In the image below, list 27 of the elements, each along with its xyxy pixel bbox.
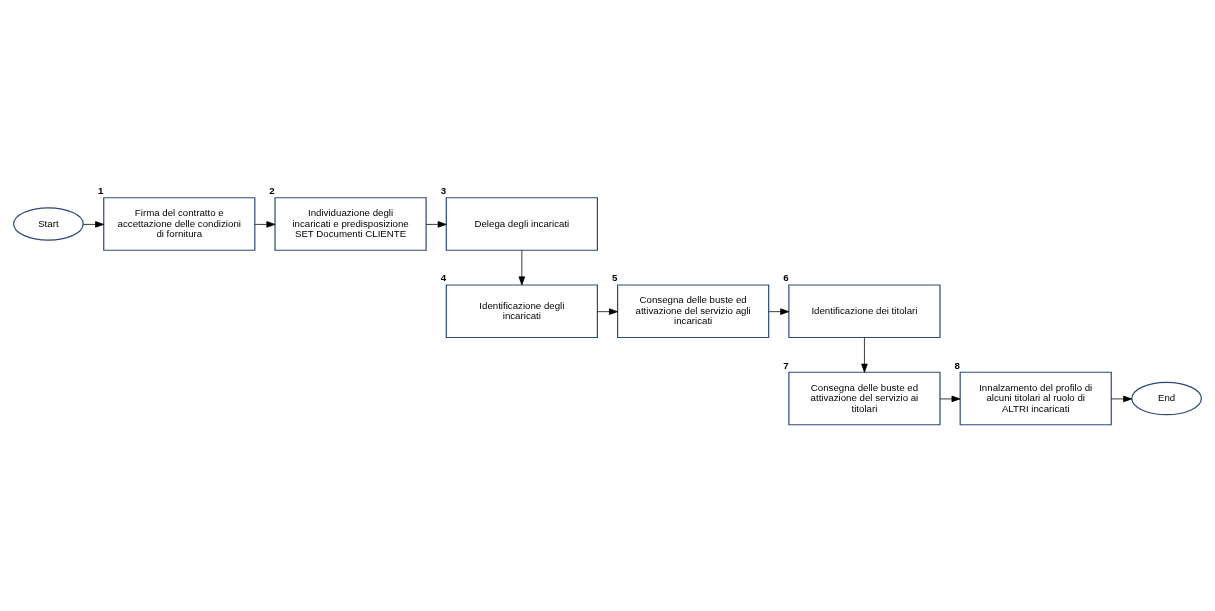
node-box: Consegna delle buste ed attivazione del servizio ai titolari <box>788 371 941 425</box>
arrow <box>254 220 276 228</box>
node-label: 4 <box>440 271 447 283</box>
node-box: Individuazione degli incaricati e predisposizione SET Documenti CLIENTE <box>274 196 427 251</box>
arrow <box>425 220 447 228</box>
node-label: 2 <box>269 184 275 196</box>
node-ellipse: End <box>1131 381 1202 415</box>
node-box: Consegna delle buste ed attivazione del servizio agli incaricati <box>617 283 770 338</box>
node-label: 7 <box>783 359 789 371</box>
node-box: Firma del contratto e accettazione delle condizioni di fornitura <box>103 196 256 251</box>
node-label: 5 <box>611 271 618 283</box>
arrow <box>518 249 526 285</box>
node-label: 3 <box>440 184 447 196</box>
node-label: 6 <box>783 271 789 283</box>
node-box: Identificazione dei titolari <box>788 283 941 338</box>
arrow <box>861 336 868 373</box>
arrow <box>768 307 790 315</box>
arrow <box>939 395 961 402</box>
node-box: Innalzamento del profilo di alcuni titolari al ruolo di ALTRI incaricati <box>959 371 1112 425</box>
arrow <box>597 307 618 315</box>
arrow <box>1111 395 1133 402</box>
node-label: 1 <box>98 184 104 196</box>
node-box: Delega degli incaricati <box>445 196 598 251</box>
arrow <box>82 220 105 228</box>
node-box: Identificazione degli incaricati <box>445 283 598 338</box>
node-label: 8 <box>954 359 960 371</box>
node-ellipse: Start <box>13 206 84 241</box>
